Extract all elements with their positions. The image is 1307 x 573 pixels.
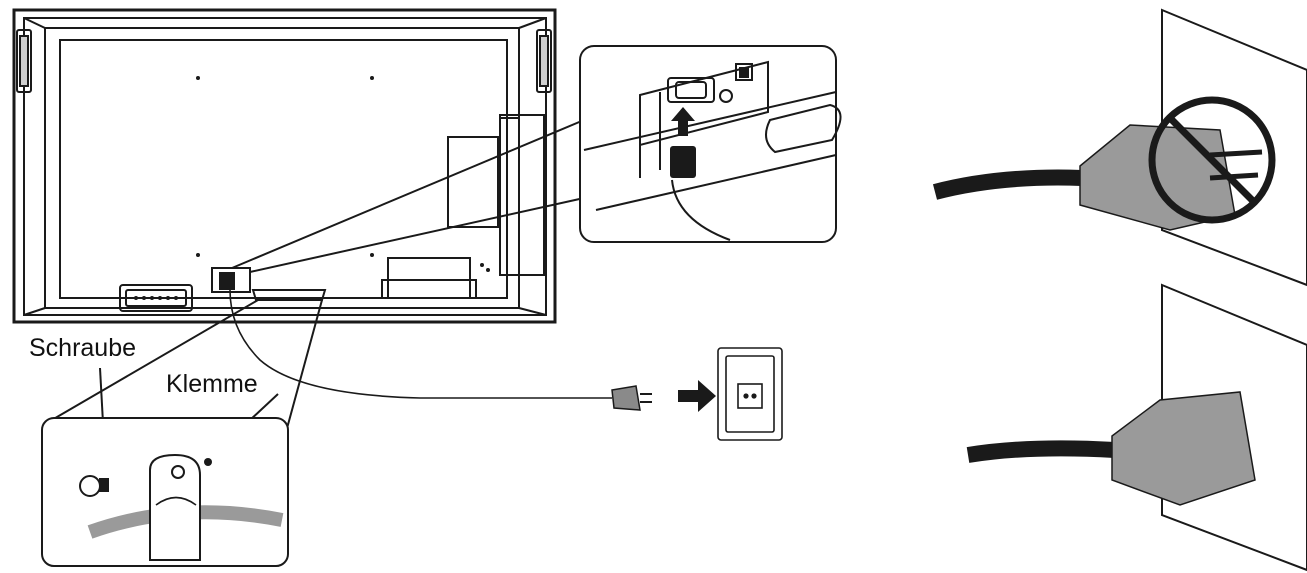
plug-wrong-panel [932, 8, 1307, 287]
plug-correct-panel [966, 283, 1307, 572]
inlet-plug [670, 107, 696, 178]
arrow-up-icon [671, 107, 695, 136]
clamp-label: Klemme [166, 370, 258, 398]
prohibited-icon [1148, 96, 1276, 224]
wall-socket [717, 347, 783, 441]
clamp-detail [79, 453, 284, 561]
monitor-rear-view [12, 8, 557, 324]
cable-plug [611, 385, 652, 411]
screw-label: Schraube [29, 334, 137, 362]
power-switch-icon [739, 67, 749, 78]
inlet-zoom-detail [583, 60, 842, 241]
button-panel-dots [134, 296, 178, 300]
arrow-right-icon [678, 380, 716, 412]
power-cable [229, 289, 612, 399]
monitor-mount-holes [196, 76, 490, 272]
